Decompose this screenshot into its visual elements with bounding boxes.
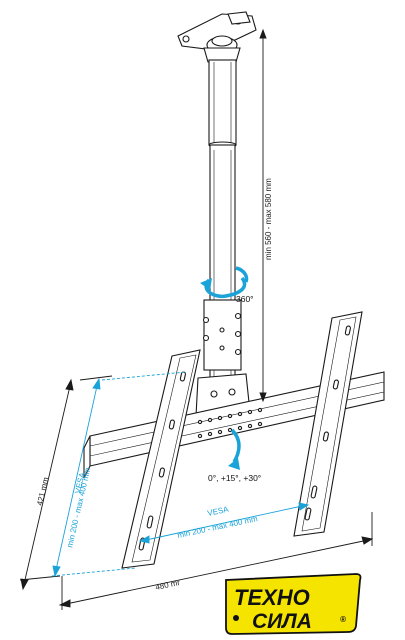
pole-height-dimension [259,28,267,403]
tilt-label: 0°, +15°, +30° [208,473,261,483]
left-vertical-arm [121,349,201,569]
width-dimension [58,512,374,610]
width-label: 480 mr [155,578,182,592]
ceiling-plate [177,11,257,54]
rotation-arrow-icon [200,266,249,299]
vesa-horizontal-dimension [138,502,310,544]
vesa-vertical-dimension [51,371,187,578]
logo-line2: СИЛА [252,610,312,633]
vesa-horizontal-range: min 200 - max 400 mm [177,514,259,540]
technosila-logo: ТЕХНО СИЛА ® [225,573,362,635]
rotation-label: 360° [236,294,254,304]
logo-line1: ТЕХНО [234,585,310,610]
logo-registered: ® [340,615,346,624]
height-label: 421 mm [35,476,50,507]
pole-height-label: min 560 - max 580 mm [264,178,273,260]
lower-pole [202,144,242,396]
vesa-horizontal-title: VESA [207,505,230,518]
tilt-arrow-icon [228,428,241,470]
right-vertical-arm [293,311,363,537]
height-dimension [19,375,113,591]
upper-pole [203,47,241,149]
